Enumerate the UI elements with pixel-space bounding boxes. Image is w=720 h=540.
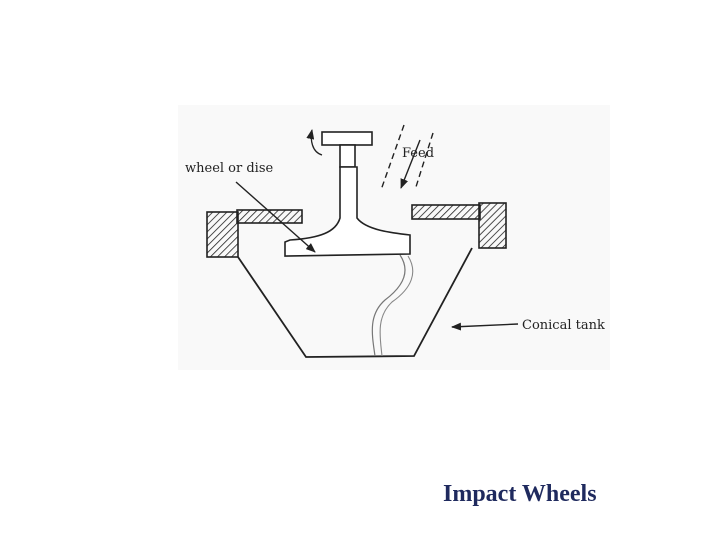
- rotation-arrow-icon: [306, 129, 323, 156]
- slide-caption: Impact Wheels: [443, 481, 597, 507]
- tank-label: Conical tank: [522, 318, 605, 333]
- flow-line-1: [371, 254, 406, 357]
- shaft-assembly: [284, 131, 411, 257]
- tank-pointer-arrow: [451, 322, 519, 331]
- right-flange: [411, 202, 507, 249]
- wheel-pointer-arrow: [235, 181, 316, 253]
- wheel-label: wheel or dise: [185, 161, 274, 176]
- feed-streams-icon: [380, 124, 434, 191]
- conical-tank: [237, 247, 473, 358]
- feed-label: Feed: [402, 146, 434, 161]
- left-flange: [206, 209, 303, 258]
- flow-line-2: [379, 255, 414, 357]
